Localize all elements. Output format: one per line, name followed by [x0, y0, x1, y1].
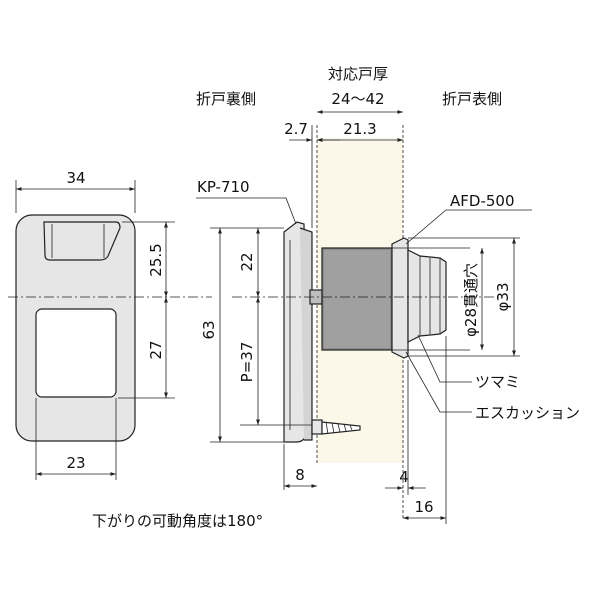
dim-height-total: 63	[200, 320, 218, 339]
front-lower-window	[35, 308, 117, 398]
knob	[407, 249, 447, 343]
label-door-thickness-title: 対応戸厚	[328, 65, 388, 83]
label-kp710: KP-710	[197, 178, 250, 196]
screw	[311, 419, 361, 435]
dim-width-bottom: 23	[66, 454, 85, 472]
side-view: 63 22 P=37 2.7 21.3 8 4 16 φ28貫通穴	[196, 110, 532, 524]
dim-height-lower: 27	[147, 340, 165, 359]
dim-base-8: 8	[295, 466, 305, 484]
label-afd500: AFD-500	[450, 192, 514, 210]
label-note: 下がりの可動角度は180°	[92, 512, 263, 530]
label-knob: ツマミ	[475, 373, 520, 391]
dim-pitch: P=37	[238, 342, 256, 383]
dim-depth-16: 16	[414, 498, 433, 516]
label-door-front-side: 折戸表側	[442, 90, 502, 108]
dim-through-hole: φ28貫通穴	[462, 263, 480, 337]
dim-offset-2-7: 2.7	[284, 120, 308, 138]
dim-gap-4: 4	[399, 468, 409, 486]
dim-outer-diameter: φ33	[494, 283, 512, 312]
label-door-back-side: 折戸裏側	[196, 90, 256, 108]
front-view: 34 23 25.5 27	[8, 169, 212, 480]
label-escutcheon: エスカッション	[475, 404, 580, 422]
label-door-thickness-range: 24～42	[331, 90, 384, 108]
dim-upper-22: 22	[238, 252, 256, 271]
dim-depth-21-3: 21.3	[343, 120, 376, 138]
front-upper-hook	[43, 221, 121, 261]
dim-width-top: 34	[66, 169, 85, 187]
dim-height-upper: 25.5	[147, 243, 165, 276]
escutcheon-flange	[391, 237, 409, 359]
